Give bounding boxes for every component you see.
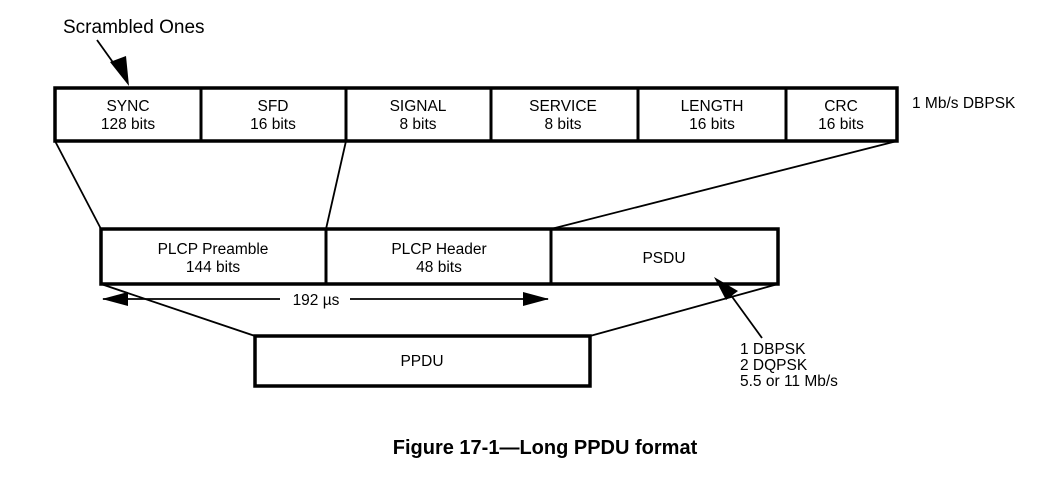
length-field-name: LENGTH (681, 98, 744, 115)
plcp-field-row: SYNC 128 bits SFD 16 bits SIGNAL 8 bits … (53, 86, 899, 143)
ppdu-right-line (589, 283, 779, 337)
ppdu-left-line (100, 283, 256, 337)
length-field-bits: 16 bits (689, 116, 735, 133)
figure-caption: Figure 17-1—Long PPDU format (393, 437, 698, 459)
scrambled-ones-label: Scrambled Ones (63, 17, 205, 38)
psdu-label: PSDU (642, 250, 685, 267)
crc-field-name: CRC (824, 98, 858, 115)
plcp-preamble-name: PLCP Preamble (158, 241, 269, 258)
ppdu-box (253, 334, 592, 388)
top-row-rate-label: 1 Mb/s DBPSK (912, 95, 1016, 112)
sfd-field-bits: 16 bits (250, 116, 296, 133)
preamble-expansion-line (54, 140, 102, 230)
sfd-expansion-line (325, 140, 347, 230)
scrambled-ones-arrowhead (110, 56, 129, 86)
signal-field-name: SIGNAL (390, 98, 447, 115)
psdu-rate-line-1: 1 DBPSK (740, 341, 806, 358)
signal-field-bits: 8 bits (399, 116, 436, 133)
plcp-row: PLCP Preamble 144 bits PLCP Header 48 bi… (99, 227, 780, 286)
crc-field-bits: 16 bits (818, 116, 864, 133)
psdu-rate-line-2: 2 DQPSK (740, 357, 808, 374)
field-row-frame (53, 86, 899, 143)
plcp-row-frame (99, 227, 780, 286)
duration-arrowhead-left (102, 292, 128, 306)
psdu-rate-arrowhead (714, 277, 738, 300)
sync-field-bits: 128 bits (101, 116, 156, 133)
psdu-rate-line-3: 5.5 or 11 Mb/s (740, 373, 838, 390)
sfd-field-name: SFD (258, 98, 289, 115)
service-field-name: SERVICE (529, 98, 597, 115)
plcp-header-bits: 48 bits (416, 259, 462, 276)
ppdu-label: PPDU (400, 353, 443, 370)
header-expansion-line (550, 140, 898, 230)
service-field-bits: 8 bits (544, 116, 581, 133)
duration-label: 192 µs (293, 292, 340, 309)
sync-field-name: SYNC (106, 98, 149, 115)
duration-arrowhead-right (523, 292, 549, 306)
plcp-preamble-bits: 144 bits (186, 259, 241, 276)
plcp-header-name: PLCP Header (391, 241, 486, 258)
